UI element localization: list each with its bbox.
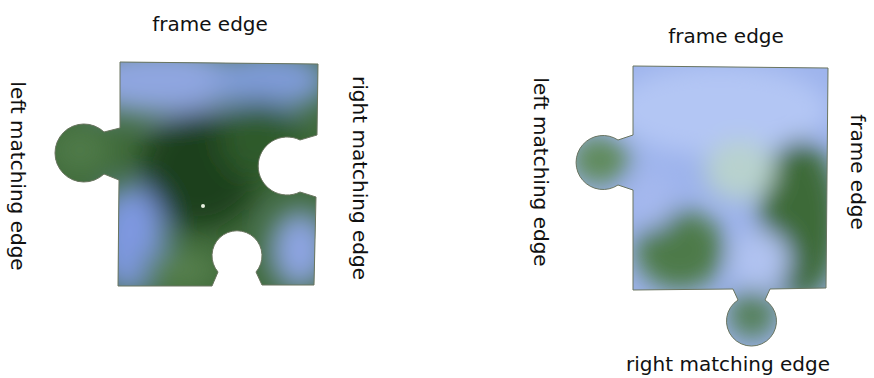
edge-label: frame edge bbox=[152, 12, 268, 36]
edge-label: right matching edge bbox=[348, 76, 372, 280]
edge-label: right matching edge bbox=[626, 352, 830, 376]
edge-label: frame edge bbox=[668, 24, 784, 48]
right-piece-outline bbox=[576, 66, 828, 346]
right-puzzle-piece bbox=[570, 60, 840, 360]
edge-label: left matching edge bbox=[529, 77, 553, 266]
edge-label: left matching edge bbox=[6, 81, 30, 270]
left-piece-outline bbox=[55, 62, 318, 286]
edge-label: frame edge bbox=[846, 114, 870, 230]
left-puzzle-piece bbox=[40, 40, 340, 310]
